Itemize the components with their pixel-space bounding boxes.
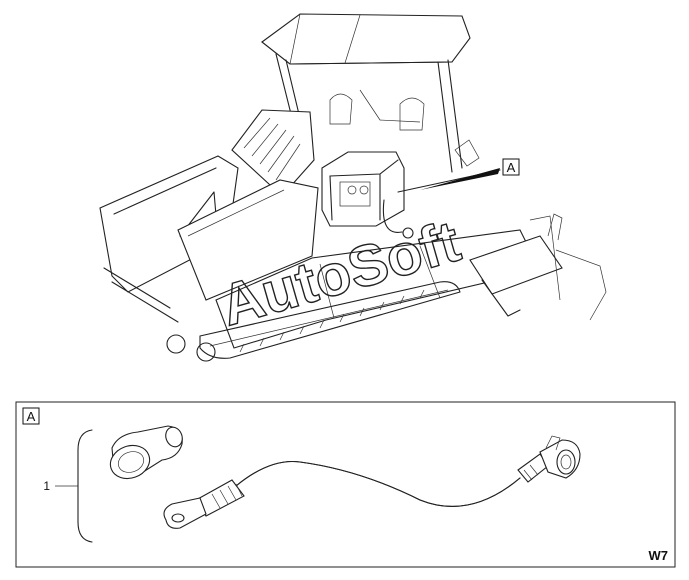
figure-code: W7: [649, 548, 669, 563]
detail-label-a: A: [22, 407, 40, 425]
callout-label-a-text: A: [507, 160, 516, 175]
battery-cable-part: [163, 435, 581, 529]
item-bracket: [77, 429, 93, 543]
callout-label-a: A: [502, 158, 520, 176]
detail-label-a-text: A: [27, 409, 36, 424]
detail-panel: A 1 W: [15, 401, 676, 568]
terminal-cap-part: [109, 425, 183, 480]
item-number-1: 1: [43, 479, 50, 493]
asphalt-paver-illustration: [99, 13, 607, 362]
